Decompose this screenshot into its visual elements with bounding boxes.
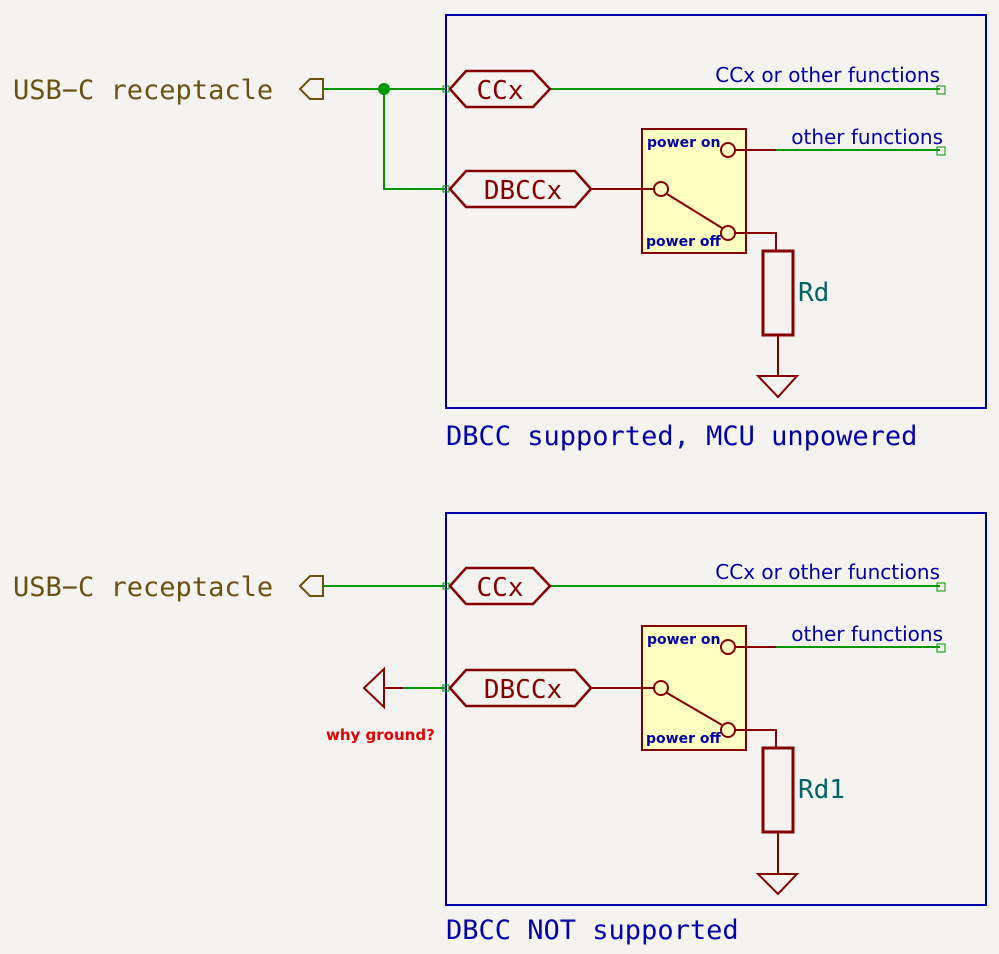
resistor [761, 746, 795, 874]
sheet-caption: DBCC NOT supported [446, 915, 739, 946]
dbcc-port-label: DBCCx [484, 675, 562, 705]
power-switch: power on power off [591, 625, 777, 751]
sheet-caption: DBCC supported, MCU unpowered [446, 421, 917, 452]
net-end-stub [936, 85, 946, 95]
ground-icon [755, 873, 800, 896]
ground-icon [755, 375, 800, 399]
cc-port-shape [448, 69, 552, 109]
ground-icon [362, 666, 385, 710]
sheet-box [445, 512, 987, 906]
connector-label: USB−C receptacle [13, 572, 273, 603]
switch-on-label: power on [647, 632, 720, 648]
connector-label: USB−C receptacle [13, 75, 273, 106]
switch-off-label: power off [646, 731, 721, 747]
connector-arrow [298, 78, 324, 100]
resistor-ref: Rd1 [798, 775, 845, 805]
wires [323, 585, 940, 689]
dbcc-port-label: DBCCx [484, 176, 562, 206]
cc-port-label: CCx [477, 76, 524, 106]
cc-net-label: CCx or other functions [715, 63, 940, 87]
diagram-dbcc-not-supported: USB−C receptacle why ground? CCx DBCCx C… [13, 512, 987, 946]
sheet-box [445, 14, 987, 409]
note-why-ground: why ground? [326, 726, 435, 744]
resistor-ref: Rd [798, 278, 829, 308]
net-end-stub [936, 582, 946, 592]
diagram-dbcc-supported: USB−C receptacle CCx DBCCx CCx or other … [13, 14, 987, 452]
cc-port-shape [448, 566, 552, 606]
switch-off-label: power off [646, 234, 721, 250]
junction-dot [378, 83, 390, 95]
other-net-label: other functions [791, 622, 943, 646]
net-end-stub [936, 146, 946, 156]
resistor [761, 249, 795, 376]
switch-on-label: power on [647, 135, 720, 151]
net-end-stub [936, 643, 946, 653]
cc-port-label: CCx [477, 573, 524, 603]
cc-net-label: CCx or other functions [715, 560, 940, 584]
power-switch: power on power off [591, 128, 777, 254]
other-net-label: other functions [791, 125, 943, 149]
connector-arrow [298, 575, 324, 597]
